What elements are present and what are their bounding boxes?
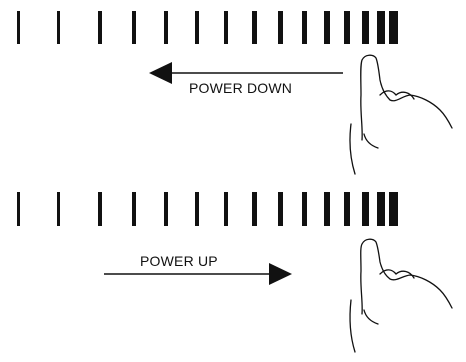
- power-up-bar: [302, 192, 307, 226]
- power-down-bar: [302, 11, 307, 44]
- power-up-bar: [377, 192, 385, 226]
- power-up-bar: [98, 192, 102, 226]
- arrow-right-icon: [104, 263, 292, 285]
- power-up-bar: [389, 192, 398, 226]
- power-down-bar: [224, 11, 228, 44]
- power-up-bar: [362, 192, 369, 226]
- power-down-bar-scale: [17, 11, 398, 44]
- power-down-bar: [132, 11, 136, 44]
- power-up-bar: [195, 192, 199, 226]
- power-up-bar: [324, 192, 330, 226]
- power-down-bar: [377, 11, 385, 44]
- power-down-bar: [195, 11, 199, 44]
- power-down-bar: [278, 11, 283, 44]
- power-down-bar: [344, 11, 350, 44]
- power-up-bar: [17, 192, 20, 226]
- pointing-hand-icon: [349, 54, 453, 175]
- power-down-bar: [57, 11, 60, 44]
- power-up-bar: [164, 192, 168, 226]
- power-down-bar: [98, 11, 102, 44]
- power-up-bar-scale: [17, 192, 398, 226]
- power-up-label: POWER UP: [140, 253, 218, 269]
- power-down-bar: [362, 11, 369, 44]
- power-up-bar: [224, 192, 228, 226]
- power-up-bar: [278, 192, 283, 226]
- power-up-bar: [57, 192, 60, 226]
- power-up-bar: [344, 192, 350, 226]
- power-up-bar: [132, 192, 136, 226]
- power-down-bar: [389, 11, 398, 44]
- power-down-panel: [17, 11, 453, 175]
- power-up-panel: [17, 192, 453, 353]
- power-down-bar: [324, 11, 330, 44]
- power-down-label: POWER DOWN: [189, 80, 293, 96]
- power-down-bar: [164, 11, 168, 44]
- power-down-bar: [252, 11, 257, 44]
- pointing-hand-icon: [349, 238, 453, 353]
- arrow-left-icon: [149, 62, 343, 84]
- power-down-bar: [17, 11, 20, 44]
- power-up-bar: [252, 192, 257, 226]
